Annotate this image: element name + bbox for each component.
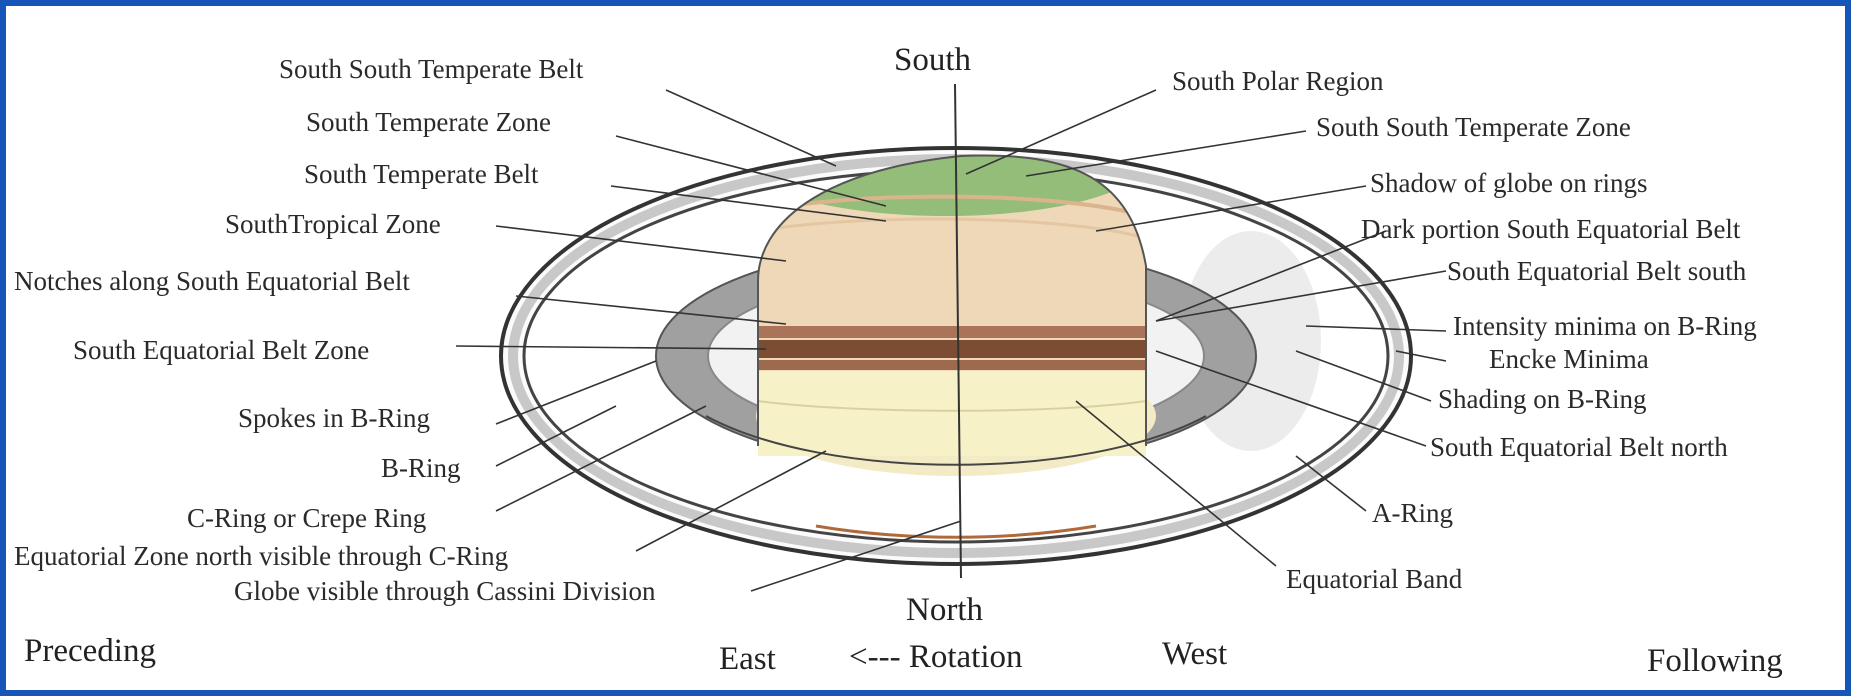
seb-north-belt xyxy=(758,360,1146,370)
south-polar-region xyxy=(758,155,1146,216)
seb-south-belt xyxy=(758,326,1146,338)
label-south-polar-region: South Polar Region xyxy=(1172,66,1384,96)
label-dark-portion-seb: Dark portion South Equatorial Belt xyxy=(1361,214,1741,244)
label-seb-zone: South Equatorial Belt Zone xyxy=(73,335,370,365)
label-rotation: <--- Rotation xyxy=(849,639,1023,675)
label-seb-north: South Equatorial Belt north xyxy=(1430,432,1728,462)
label-b-ring: B-Ring xyxy=(381,453,461,483)
label-south-south-temperate-zone: South South Temperate Zone xyxy=(1316,112,1631,142)
diagram-panel: South North South South Temperate Belt S… xyxy=(6,6,1845,690)
label-south-temperate-zone: South Temperate Zone xyxy=(306,107,552,137)
label-shadow-globe-rings: Shadow of globe on rings xyxy=(1370,168,1648,198)
label-west: West xyxy=(1162,636,1228,672)
label-south-south-temperate-belt: South South Temperate Belt xyxy=(279,54,584,84)
north-label: North xyxy=(906,592,983,628)
label-seb-south: South Equatorial Belt south xyxy=(1447,256,1747,286)
label-c-ring: C-Ring or Crepe Ring xyxy=(187,503,427,533)
label-preceding: Preceding xyxy=(24,633,156,669)
equatorial-zone xyxy=(758,371,1146,456)
label-a-ring: A-Ring xyxy=(1372,498,1453,528)
label-east: East xyxy=(719,641,776,677)
leader-lines-right xyxy=(965,89,1447,567)
label-intensity-minima-b-ring: Intensity minima on B-Ring xyxy=(1453,311,1757,341)
label-equatorial-band: Equatorial Band xyxy=(1286,564,1463,594)
label-shading-b-ring: Shading on B-Ring xyxy=(1438,384,1647,414)
leader-lines-left xyxy=(455,89,962,592)
rotation-axis xyxy=(954,83,962,579)
saturn-diagram xyxy=(455,83,1447,592)
label-notches-seb: Notches along South Equatorial Belt xyxy=(14,266,410,296)
label-eq-zone-north-c-ring: Equatorial Zone north visible through C-… xyxy=(14,541,509,571)
label-south-tropical-zone: SouthTropical Zone xyxy=(225,209,441,239)
south-label: South xyxy=(894,42,972,78)
label-globe-cassini: Globe visible through Cassini Division xyxy=(234,576,656,606)
label-encke-minima: Encke Minima xyxy=(1489,344,1649,374)
seb-dark-belt xyxy=(758,340,1146,358)
label-south-temperate-belt: South Temperate Belt xyxy=(304,159,539,189)
label-following: Following xyxy=(1647,643,1783,679)
label-spokes-b-ring: Spokes in B-Ring xyxy=(238,403,431,433)
globe-outline xyxy=(757,154,1147,446)
ring-front-arc xyxy=(705,415,1207,466)
